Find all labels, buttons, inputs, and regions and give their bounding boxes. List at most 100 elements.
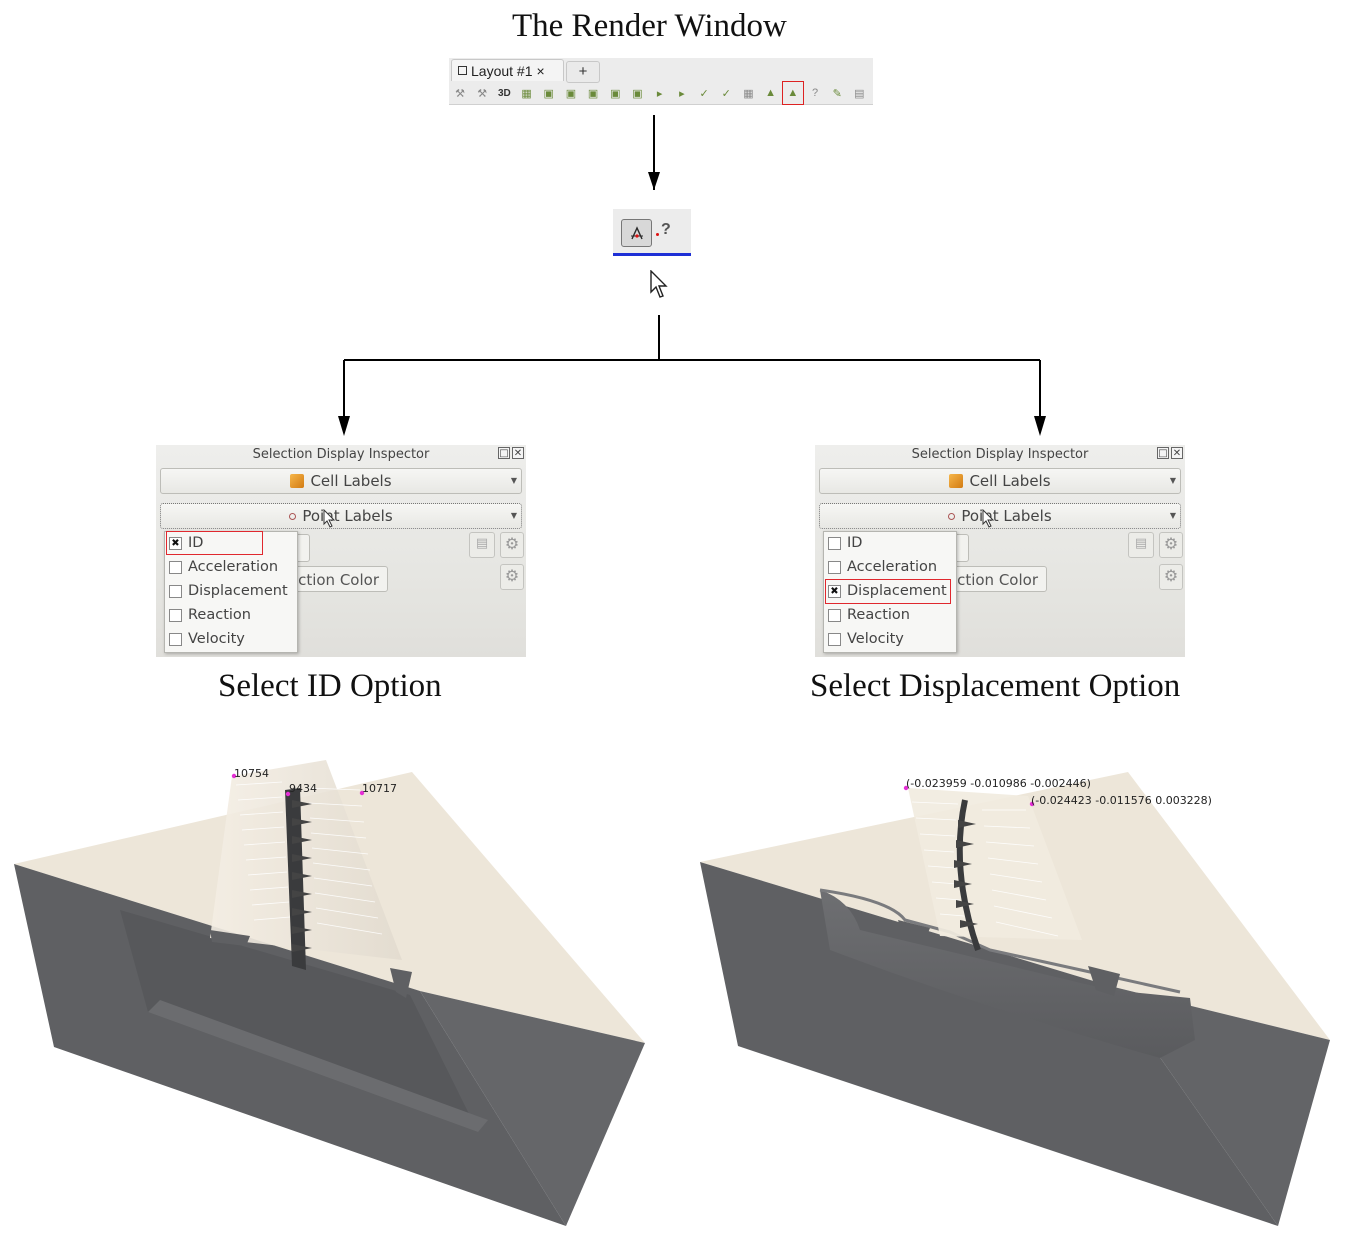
render-window-toolbar: Layout #1 × + ⚒ ⚒ 3D ▦ ▣ ▣ ▣ ▣ ▣ ▸ ▸ ✓ ✓… <box>449 58 873 105</box>
point-labels-label: Point Labels <box>302 507 393 525</box>
point-marker <box>359 790 365 796</box>
checkbox[interactable] <box>169 584 182 598</box>
cube-icon <box>290 474 305 488</box>
select-points-through-icon[interactable]: ▣ <box>610 87 621 100</box>
diagram-title: The Render Window <box>512 8 787 44</box>
point-displacement-label: (-0.023959 -0.010986 -0.002446) <box>906 777 1091 790</box>
menu-option-velocity[interactable]: Velocity <box>828 629 904 649</box>
toggle-3d-button[interactable]: 3D <box>497 87 511 99</box>
option-label: Velocity <box>188 631 245 647</box>
hover-query-icon[interactable]: ? <box>811 87 819 99</box>
checkbox[interactable] <box>169 608 182 622</box>
menu-option-displacement[interactable]: Displacement <box>169 581 288 601</box>
add-tab-button[interactable]: + <box>566 61 600 83</box>
float-icon[interactable]: □ <box>498 447 510 459</box>
chevron-down-icon: ▼ <box>1169 511 1176 520</box>
checkbox[interactable] <box>828 632 841 646</box>
edit-selection-icon[interactable]: ✎ <box>832 87 842 100</box>
mouse-cursor-icon <box>650 270 668 298</box>
reset-camera-icon[interactable]: ⚒ <box>455 87 465 100</box>
point-marker <box>903 785 909 791</box>
clear-selection-icon[interactable]: ▤ <box>854 87 865 100</box>
menu-option-id[interactable]: ID <box>169 533 203 553</box>
menu-option-id[interactable]: ID <box>828 533 862 553</box>
point-labels-dropdown[interactable]: Point Labels ▼ <box>819 503 1181 529</box>
close-icon[interactable]: ✕ <box>512 447 524 459</box>
checkbox[interactable] <box>828 536 841 550</box>
pile-group <box>210 760 412 998</box>
gear-icon[interactable]: ⚙ <box>500 532 524 558</box>
checkbox[interactable] <box>169 560 182 574</box>
caption-displacement-option: Select Displacement Option <box>810 668 1181 704</box>
menu-option-reaction[interactable]: Reaction <box>169 605 251 625</box>
camera-undo-icon[interactable]: ⚒ <box>477 87 488 100</box>
hover-points-icon <box>630 226 643 240</box>
window-buttons: □ ✕ <box>1157 447 1183 459</box>
select-cells-icon[interactable]: ▣ <box>543 87 554 100</box>
option-label: Reaction <box>847 607 910 623</box>
hover-points-button[interactable] <box>621 219 652 247</box>
menu-option-reaction[interactable]: Reaction <box>828 605 910 625</box>
trench-recess <box>120 910 478 1132</box>
cube-icon <box>949 474 964 488</box>
point-marker <box>231 773 237 779</box>
cell-labels-label: Cell Labels <box>310 472 392 490</box>
panel-title: Selection Display Inspector <box>252 447 430 462</box>
point-labels-label: Point Labels <box>961 507 1052 525</box>
point-labels-dropdown[interactable]: Point Labels ▼ <box>160 503 522 529</box>
point-icon <box>289 512 297 520</box>
selection-color-button[interactable]: ection Color <box>284 566 388 592</box>
select-points-icon[interactable]: ▣ <box>565 87 577 100</box>
option-label: ID <box>847 535 863 551</box>
point-icon <box>948 512 956 520</box>
chevron-down-icon: ▼ <box>510 511 517 520</box>
checkbox[interactable] <box>828 608 841 622</box>
cell-labels-dropdown[interactable]: Cell Labels ▼ <box>160 468 522 494</box>
point-id-label: 9434 <box>289 782 317 795</box>
chevron-down-icon: ▼ <box>510 476 517 485</box>
select-cells-through-icon[interactable]: ▣ <box>587 87 599 100</box>
grow-selection-icon[interactable]: ▦ <box>743 87 754 100</box>
mouse-cursor-icon <box>323 509 336 528</box>
toolbar-buttons: ⚒ ⚒ 3D ▦ ▣ ▣ ▣ ▣ ▣ ▸ ▸ ✓ ✓ ▦ ▲ ▲ ? ✎ ▤ <box>451 81 873 105</box>
checkbox[interactable] <box>828 560 841 574</box>
cell-labels-dropdown[interactable]: Cell Labels ▼ <box>819 468 1181 494</box>
close-icon[interactable]: ✕ <box>1171 447 1183 459</box>
tab-close-icon[interactable]: × <box>536 62 545 79</box>
capture-icon[interactable]: ▦ <box>521 87 532 100</box>
menu-option-acceleration[interactable]: Acceleration <box>828 557 937 577</box>
option-label: Acceleration <box>847 559 938 575</box>
hover-points-icon[interactable]: ▲ <box>781 81 804 105</box>
tab-layout[interactable]: Layout #1 × <box>451 59 564 81</box>
window-buttons: □ ✕ <box>498 447 524 459</box>
select-polygon-cells-icon[interactable]: ▣ <box>632 87 643 100</box>
checkbox[interactable] <box>169 536 182 550</box>
highlight-box <box>166 531 263 555</box>
selection-color-button[interactable]: ection Color <box>943 566 1047 592</box>
select-blocks-icon[interactable]: ▸ <box>679 87 685 100</box>
gear-icon[interactable]: ⚙ <box>1159 564 1183 590</box>
tab-label: Layout #1 <box>471 62 533 79</box>
checkbox[interactable] <box>169 632 182 646</box>
menu-option-acceleration[interactable]: Acceleration <box>169 557 278 577</box>
label-style-icon[interactable]: ▤ <box>469 532 495 558</box>
hover-cells-icon[interactable]: ▲ <box>765 87 777 99</box>
select-polygon-points-icon[interactable]: ▸ <box>656 87 663 100</box>
menu-option-displacement[interactable]: Displacement <box>828 581 947 601</box>
interactive-select-cells-icon[interactable]: ✓ <box>699 87 709 100</box>
option-label: ID <box>188 535 204 551</box>
checkbox[interactable] <box>828 584 841 598</box>
float-icon[interactable]: □ <box>1157 447 1169 459</box>
menu-option-velocity[interactable]: Velocity <box>169 629 245 649</box>
hover-query-button[interactable]: ? <box>656 221 671 238</box>
label-style-icon[interactable]: ▤ <box>1128 532 1154 558</box>
cell-labels-label: Cell Labels <box>969 472 1051 490</box>
gear-icon[interactable]: ⚙ <box>1159 532 1183 558</box>
point-id-label: 10754 <box>234 767 269 780</box>
option-label: Velocity <box>847 631 904 647</box>
interactive-select-points-icon[interactable]: ✓ <box>721 87 731 100</box>
caption-id-option: Select ID Option <box>218 668 442 704</box>
gear-icon[interactable]: ⚙ <box>500 564 524 590</box>
point-displacement-label: (-0.024423 -0.011576 0.003228) <box>1031 794 1212 807</box>
